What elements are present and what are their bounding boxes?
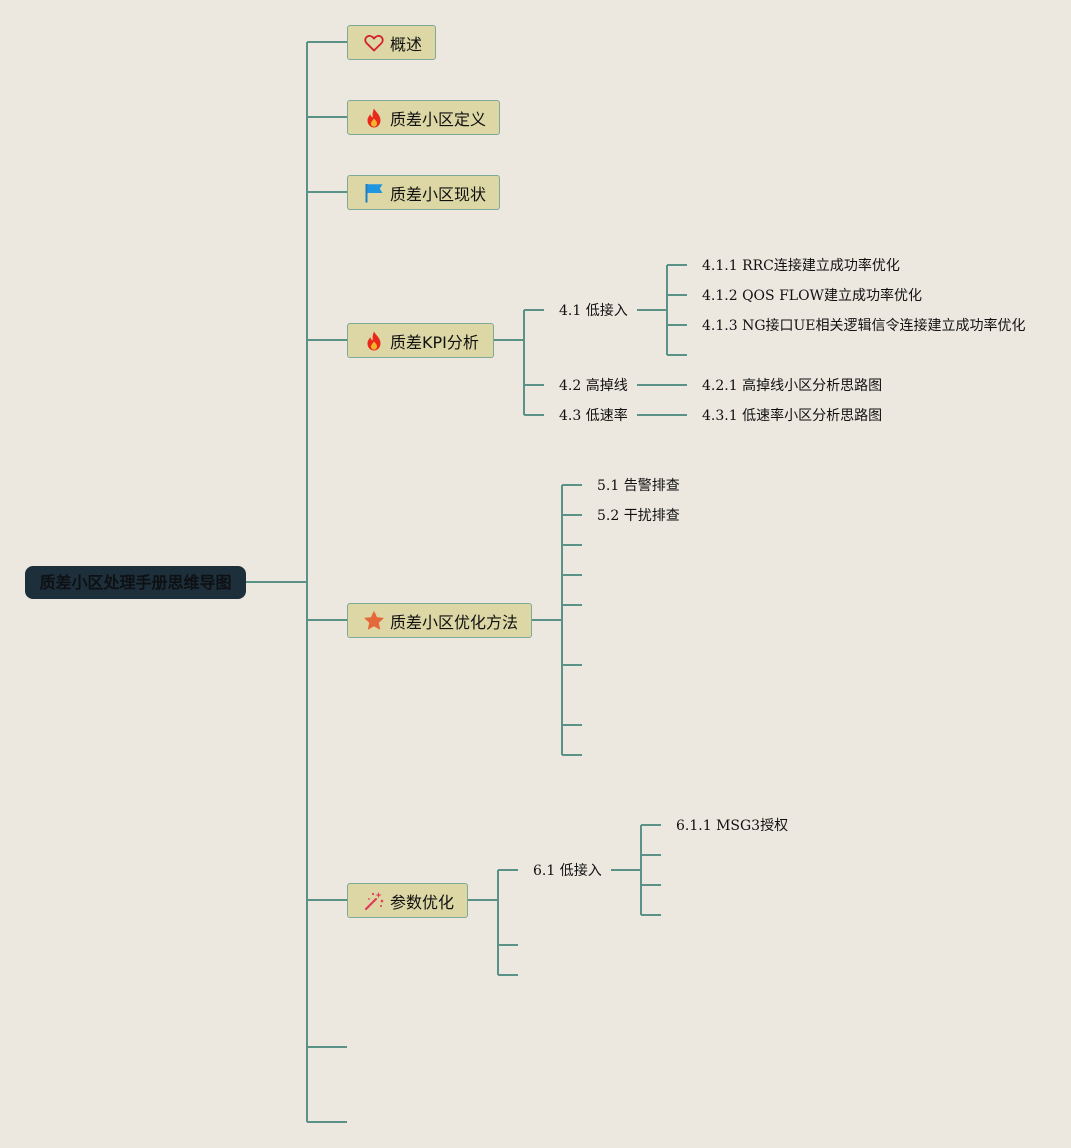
topic-label: 质差小区定义 — [390, 109, 487, 129]
subtopic-msg3-grant[interactable]: 6.1.1 MSG3授权 — [676, 818, 789, 834]
star-icon — [364, 610, 384, 631]
fire-icon — [364, 108, 384, 128]
root-topic[interactable]: 质差小区处理手册思维导图 — [25, 566, 246, 599]
subtopic-rrc-optimization[interactable]: 4.1.1 RRC连接建立成功率优化 — [702, 258, 900, 274]
topic-parameter-optimization[interactable]: 参数优化 — [347, 883, 468, 918]
flag-icon — [364, 183, 384, 203]
subtopic-low-access[interactable]: 4.1 低接入 — [559, 303, 628, 319]
topic-label: 质差小区优化方法 — [390, 612, 519, 632]
subtopic-ng-interface-optimization[interactable]: 4.1.3 NG接口UE相关逻辑信令连接建立成功率优化 — [702, 318, 1026, 334]
subtopic-low-rate[interactable]: 4.3 低速率 — [559, 408, 628, 424]
topic-kpi-analysis[interactable]: 质差KPI分析 — [347, 323, 494, 358]
subtopic-interference-check[interactable]: 5.2 干扰排查 — [597, 508, 680, 524]
topic-overview[interactable]: 概述 — [347, 25, 436, 60]
fire-icon — [364, 331, 384, 351]
subtopic-qos-flow-optimization[interactable]: 4.1.2 QOS FLOW建立成功率优化 — [702, 288, 922, 304]
topic-status[interactable]: 质差小区现状 — [347, 175, 500, 210]
heart-icon — [364, 33, 384, 53]
subtopic-high-drop[interactable]: 4.2 高掉线 — [559, 378, 628, 394]
topic-optimization-methods[interactable]: 质差小区优化方法 — [347, 603, 532, 638]
subtopic-high-drop-analysis[interactable]: 4.2.1 高掉线小区分析思路图 — [702, 378, 883, 394]
topic-label: 质差KPI分析 — [390, 332, 479, 352]
subtopic-alarm-check[interactable]: 5.1 告警排查 — [597, 478, 680, 494]
subtopic-low-rate-analysis[interactable]: 4.3.1 低速率小区分析思路图 — [702, 408, 883, 424]
topic-label: 质差小区现状 — [390, 184, 487, 204]
topic-label: 概述 — [390, 34, 423, 54]
subtopic-param-low-access[interactable]: 6.1 低接入 — [533, 863, 602, 879]
topic-definition[interactable]: 质差小区定义 — [347, 100, 500, 135]
magic-wand-icon — [364, 891, 384, 911]
topic-label: 参数优化 — [390, 892, 455, 912]
